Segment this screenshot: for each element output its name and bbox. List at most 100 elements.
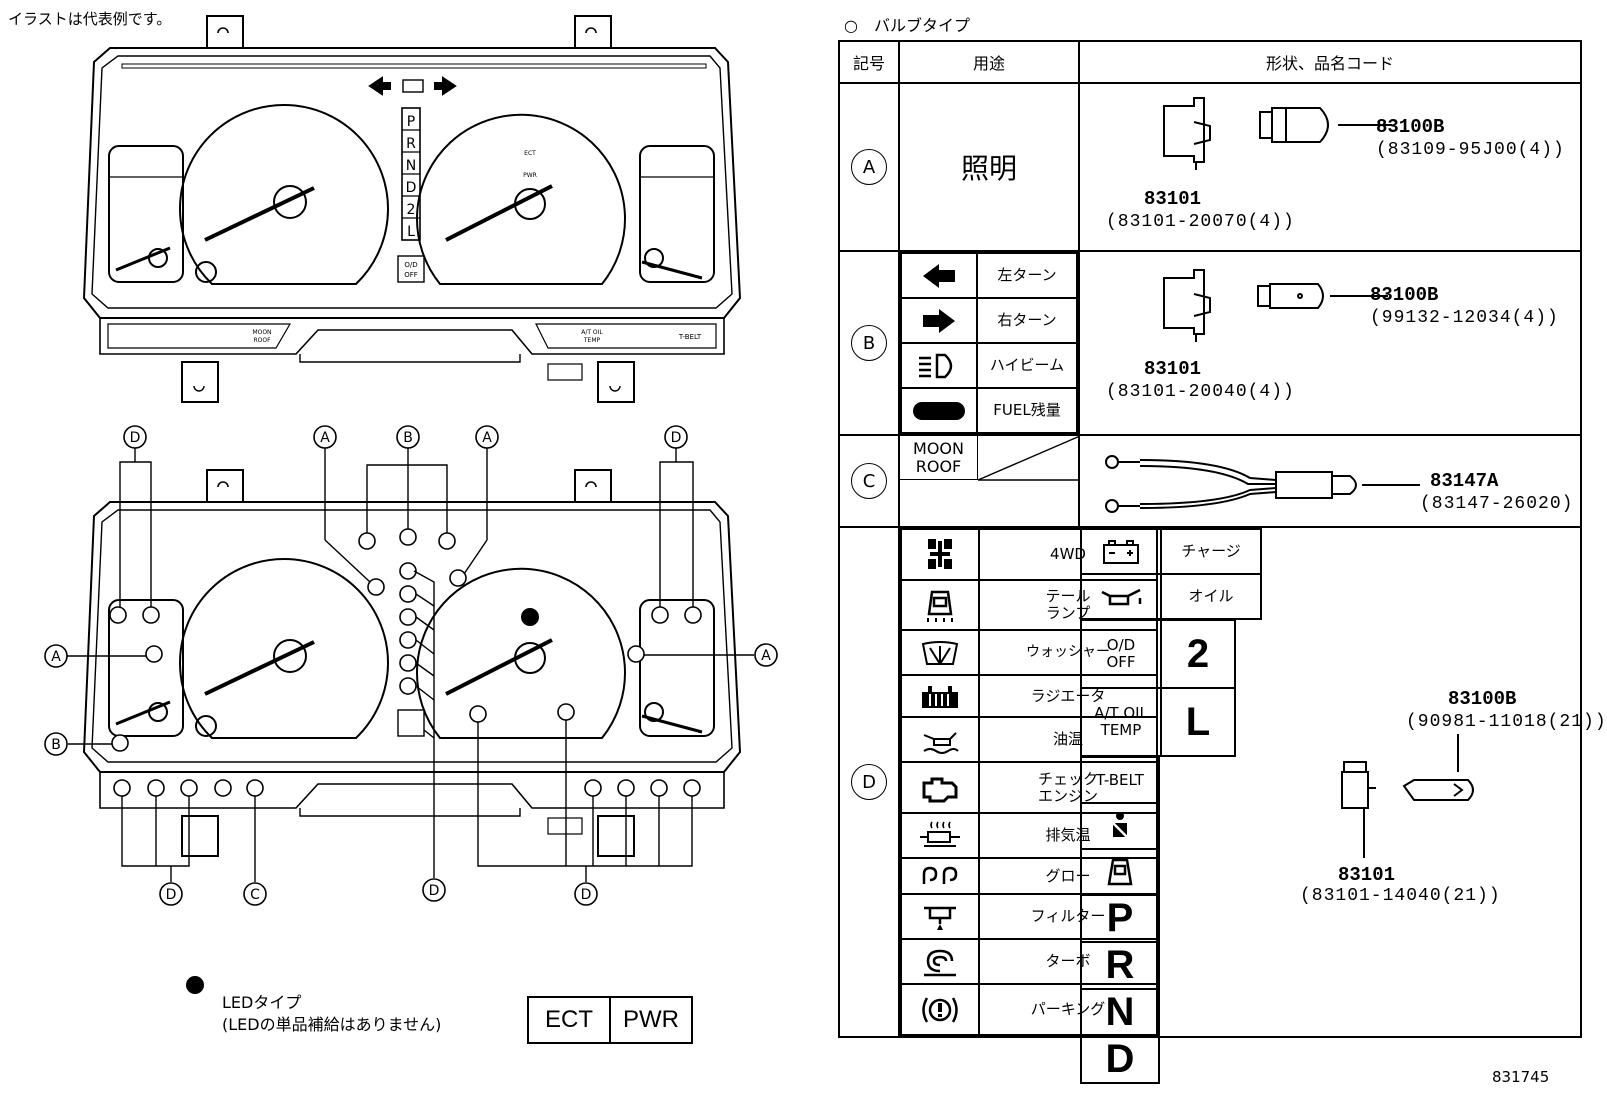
parking-brake-icon [922,997,958,1023]
socket-bulb-icon [1163,97,1392,170]
at-oil-temp-text: A/T OIL TEMP [1080,687,1162,757]
shift-l: L [407,224,415,240]
row-b-bulb-part: (99132-12034(4)) [1370,308,1559,328]
row-a-usage: 照明 [898,82,1080,252]
check-engine-icon [922,777,958,803]
tail-lamp-icon [927,590,953,622]
row-c-code: 83147A [1430,470,1499,492]
radiator-icon [922,686,958,709]
row-b-parts: 83100B (99132-12034(4)) 83101 (83101-200… [1078,250,1582,436]
row-d-bulb-code: 83100B [1448,688,1517,710]
bottom-cluster [44,425,778,906]
row-a-symbol: A [851,149,887,185]
header-symbol: 記号 [838,40,900,84]
right-turn-icon [923,308,955,333]
row-c-parts: 83147A (83147-26020) [1078,434,1582,528]
at-oil-temp-label-1: A/T OIL [581,329,603,336]
row-d-mid-grid: チャージ オイル [1080,528,1262,620]
callout-a: A [51,649,61,665]
header-usage: 用途 [898,40,1080,84]
t-belt-label: T-BELT [678,333,702,341]
row-a-bulb-code: 83100B [1376,116,1445,138]
row-b-socket-part: (83101-20040(4)) [1106,382,1295,402]
callout-b: B [51,737,61,753]
led-note-line1: LEDタイプ [222,993,302,1012]
shift-n-big: N [1080,988,1160,1037]
shift-p: P [407,114,415,130]
charge-label: チャージ [1160,528,1262,575]
top-cluster [82,15,742,403]
filter-icon [924,906,956,930]
led-note: LEDタイプ (LEDの単品補給はありません) [222,992,441,1036]
door-ajar-icon [1107,858,1133,886]
led-dot-icon [186,976,204,994]
row-a-bulb-part: (83109-95J00(4)) [1376,140,1565,160]
t-belt-text: T-BELT [1080,756,1160,804]
row-d-right-col: T-BELT P R N D [1080,756,1160,1084]
row-b-symbol: B [851,325,887,361]
pwr-box-label: PWR [609,998,691,1042]
moon-roof-label-1: MOON [252,329,271,336]
ect-pwr-box: ECT PWR [527,996,693,1044]
row-d-socket-code: 83101 [1338,864,1396,886]
bulb-table: 記号 用途 形状、品名コード A 照明 83100B (83109-95J00(… [838,40,1606,1084]
fuel-level-label: FUEL残量 [976,387,1078,434]
pwr-label: PWR [523,172,537,179]
at-oil-temp-label-2: TEMP [583,337,601,344]
filter-label: フィルター [978,893,1158,941]
shift-2-big: 2 [1160,619,1236,689]
washer-icon [921,640,959,665]
callout-a: A [761,648,771,664]
row-a-parts: 83100B (83109-95J00(4)) 83101 (83101-200… [1078,82,1582,252]
turbo-icon [924,949,956,977]
moon-roof-line1: MOON [913,439,964,458]
row-c-part: (83147-26020) [1420,494,1574,514]
shift-p-big: P [1080,894,1160,943]
wire-harness-icon [1105,455,1420,513]
row-c-usage: MOON ROOF [898,434,1081,528]
callout-c: C [250,887,260,903]
illustration-note: イラストは代表例です。 [8,10,172,28]
shift-l-big: L [1160,687,1236,757]
callout-b: B [403,430,413,446]
od-off-label-2: OFF [404,271,418,279]
socket-bulb-icon [1163,269,1388,342]
row-a-socket-part: (83101-20070(4)) [1106,212,1295,232]
row-b-socket-code: 83101 [1144,358,1202,380]
callout-d: D [166,887,177,903]
fuel-lamp-icon [913,401,965,420]
right-turn-label: 右ターン [976,297,1078,344]
left-turn-label: 左ターン [976,252,1078,299]
shift-2: 2 [407,202,416,218]
callout-d: D [671,430,682,446]
wedge-socket-bulb-icon [1341,734,1474,858]
seatbelt-icon [1110,812,1130,840]
high-beam-label: ハイビーム [976,342,1078,389]
shift-d: D [406,180,417,196]
cluster-diagram: P R N D 2 L O/D OFF ECT PWR MOON ROOF A/… [44,15,778,994]
callout-a: A [320,430,330,446]
high-beam-icon [919,353,953,378]
callout-d: D [130,430,141,446]
header-shape-code: 形状、品名コード [1078,40,1582,84]
shift-r-big: R [1080,941,1160,990]
od-off-text: O/D OFF [1080,619,1162,689]
row-c-symbol: C [851,463,887,499]
row-d-socket-part: (83101-14040(21)) [1300,886,1501,906]
glow-icon [922,866,958,885]
row-d-bulb-part: (90981-11018(21)) [1406,712,1607,732]
moon-roof-line2: ROOF [915,457,962,476]
diagonal-slash [977,435,1081,481]
shift-n: N [406,158,416,174]
document-code: 831745 [1492,1068,1550,1086]
oil-icon [1101,588,1142,605]
bulb-type-header: ○ バルブタイプ [844,16,970,35]
callout-d: D [429,883,440,899]
charge-icon [1103,539,1139,564]
ect-box-label: ECT [545,1006,593,1033]
row-a-socket-code: 83101 [1144,188,1202,210]
exhaust-temp-icon [920,821,960,848]
callout-d: D [581,887,592,903]
row-d-content: 4WD テール ランプ ウォッシャー ラジエータ 油温 チェック エンジン 排気… [898,526,1606,1084]
